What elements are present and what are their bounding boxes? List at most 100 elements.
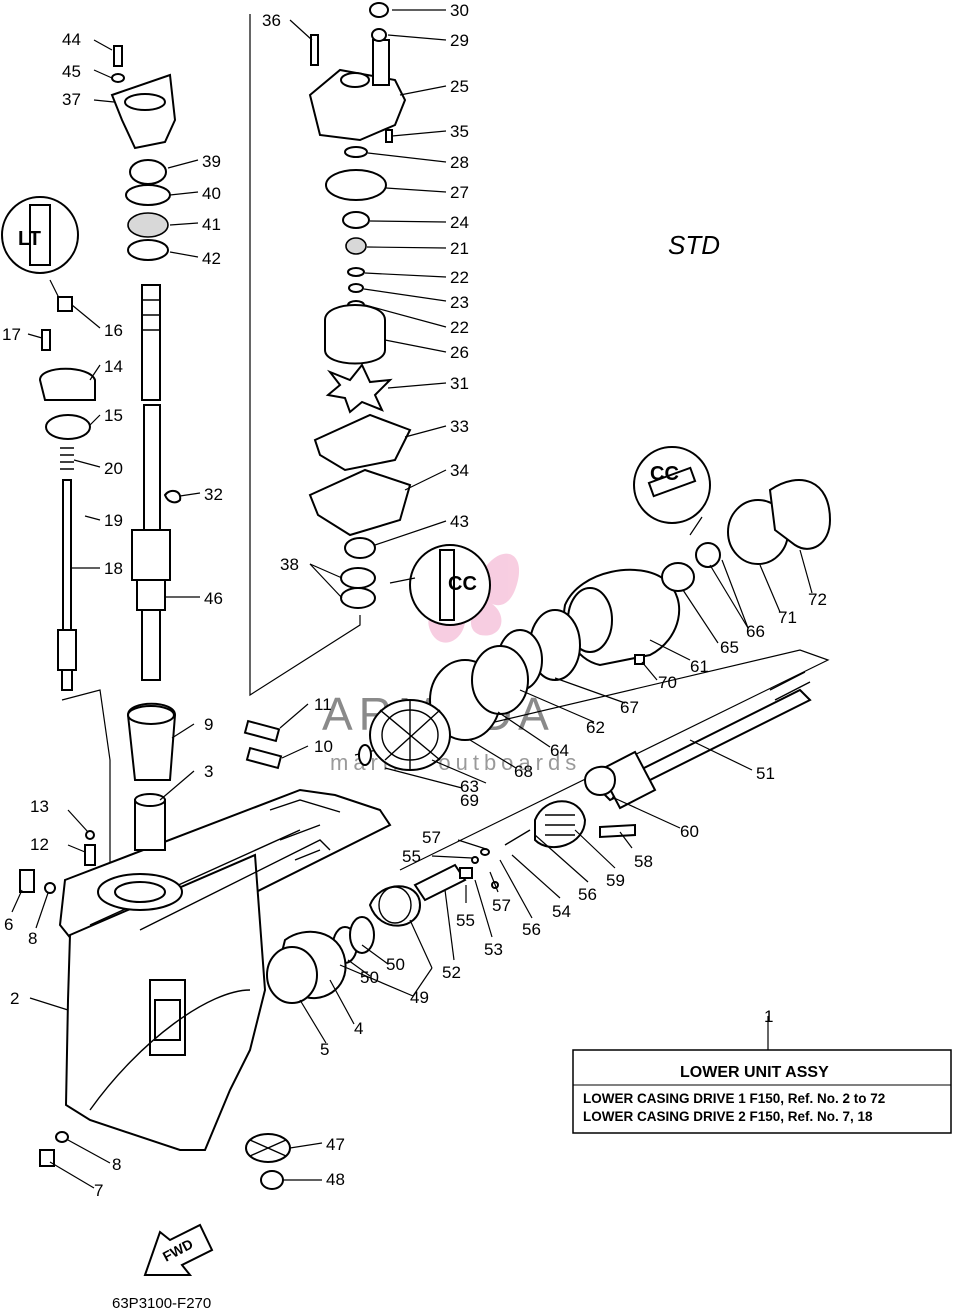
diagram-variant-label: STD — [668, 230, 720, 260]
callout-65: 65 — [720, 638, 739, 657]
callout-12: 12 — [30, 835, 49, 854]
propeller-shaft — [583, 671, 812, 810]
callout-5: 5 — [320, 1040, 329, 1059]
callout-2: 2 — [10, 989, 19, 1008]
assembly-info-box: 1 LOWER UNIT ASSY LOWER CASING DRIVE 1 F… — [572, 1007, 952, 1134]
callout-39: 39 — [202, 152, 221, 171]
callout-55b: 55 — [456, 911, 475, 930]
callout-24: 24 — [450, 213, 469, 232]
callout-25: 25 — [450, 77, 469, 96]
forward-direction-arrow: FWD — [143, 1223, 214, 1276]
callout-44: 44 — [62, 30, 81, 49]
callout-9: 9 — [204, 715, 213, 734]
callout-64: 64 — [550, 741, 569, 760]
callout-70: 70 — [658, 673, 677, 692]
callout-67: 67 — [620, 698, 639, 717]
callout-57a: 57 — [422, 828, 441, 847]
callout-46: 46 — [204, 589, 223, 608]
bearing-housing — [110, 45, 177, 261]
callout-19: 19 — [104, 511, 123, 530]
callout-48: 48 — [326, 1170, 345, 1189]
callout-8a: 8 — [28, 929, 37, 948]
callout-20: 20 — [104, 459, 123, 478]
assembly-line-2: LOWER CASING DRIVE 2 F150, Ref. No. 7, 1… — [583, 1109, 873, 1124]
callout-18: 18 — [104, 559, 123, 578]
callout-61: 61 — [690, 657, 709, 676]
callout-62: 62 — [586, 718, 605, 737]
callout-51: 51 — [756, 764, 775, 783]
pinion-gear — [245, 1133, 291, 1190]
callout-6: 6 — [4, 915, 13, 934]
callout-14: 14 — [104, 357, 123, 376]
sealant-cc-callout-middle: CC — [409, 544, 491, 626]
callout-56b: 56 — [578, 885, 597, 904]
forward-bevel-gear — [358, 699, 451, 771]
shift-rod-assembly — [38, 296, 96, 691]
callout-11: 11 — [314, 695, 332, 714]
callout-16: 16 — [104, 321, 123, 340]
callout-72: 72 — [808, 590, 827, 609]
sealant-lt-callout: LT — [1, 196, 79, 301]
callout-58: 58 — [634, 852, 653, 871]
callout-52: 52 — [442, 963, 461, 982]
assembly-line-1: LOWER CASING DRIVE 1 F150, Ref. No. 2 to… — [583, 1091, 885, 1106]
callout-57b: 57 — [492, 896, 511, 915]
clutch-assembly — [266, 800, 636, 1004]
callout-7: 7 — [94, 1181, 103, 1200]
callout-36: 36 — [262, 11, 281, 30]
drive-shaft — [131, 284, 171, 681]
callout-49: 49 — [410, 988, 429, 1007]
callout-50b: 50 — [386, 955, 405, 974]
water-pump — [308, 2, 412, 609]
callout-50a: 50 — [360, 968, 379, 987]
casing-bolts — [19, 830, 96, 1167]
callout-68: 68 — [514, 762, 533, 781]
callout-17: 17 — [2, 325, 21, 344]
callout-33: 33 — [450, 417, 469, 436]
callout-43: 43 — [450, 512, 469, 531]
callout-47: 47 — [326, 1135, 345, 1154]
callout-27: 27 — [450, 183, 469, 202]
leader-lines — [11, 9, 813, 1189]
svg-text:CC: CC — [650, 463, 679, 485]
svg-text:LT: LT — [18, 228, 41, 250]
diagram-code: 63P3100-F270 — [112, 1295, 211, 1311]
callout-66: 66 — [746, 622, 765, 641]
callout-69: 69 — [460, 791, 479, 810]
callout-45: 45 — [62, 62, 81, 81]
callout-32: 32 — [204, 485, 223, 504]
lower-casing — [58, 788, 392, 1151]
callout-54: 54 — [552, 902, 571, 921]
callout-56a: 56 — [522, 920, 541, 939]
callout-3: 3 — [204, 762, 213, 781]
callout-22a: 22 — [450, 268, 469, 287]
callout-22b: 22 — [450, 318, 469, 337]
drive-shaft-sleeve — [126, 489, 283, 851]
callout-28: 28 — [450, 153, 469, 172]
callout-15: 15 — [104, 406, 123, 425]
group-bracket-left — [249, 14, 361, 697]
callout-34: 34 — [450, 461, 469, 480]
callout-53: 53 — [484, 940, 503, 959]
sealant-cc-callout-right: CC — [633, 446, 711, 524]
propeller-shaft-housing — [429, 479, 832, 741]
callout-55a: 55 — [402, 847, 421, 866]
callout-26: 26 — [450, 343, 469, 362]
callout-13: 13 — [30, 797, 49, 816]
callout-42: 42 — [202, 249, 221, 268]
callout-71: 71 — [778, 608, 797, 627]
callout-37: 37 — [62, 90, 81, 109]
callout-59: 59 — [606, 871, 625, 890]
group-bracket-shift — [61, 689, 111, 895]
svg-text:CC: CC — [448, 573, 477, 595]
callout-10: 10 — [314, 737, 333, 756]
callout-4: 4 — [354, 1019, 363, 1038]
callout-41: 41 — [202, 215, 221, 234]
callout-30: 30 — [450, 1, 469, 20]
callout-labels: 2 3 4 5 6 7 8 8 9 10 11 12 13 14 15 16 1… — [2, 1, 827, 1200]
callout-63: 63 — [460, 777, 479, 796]
callout-40: 40 — [202, 184, 221, 203]
callout-23: 23 — [450, 293, 469, 312]
callout-8b: 8 — [112, 1155, 121, 1174]
